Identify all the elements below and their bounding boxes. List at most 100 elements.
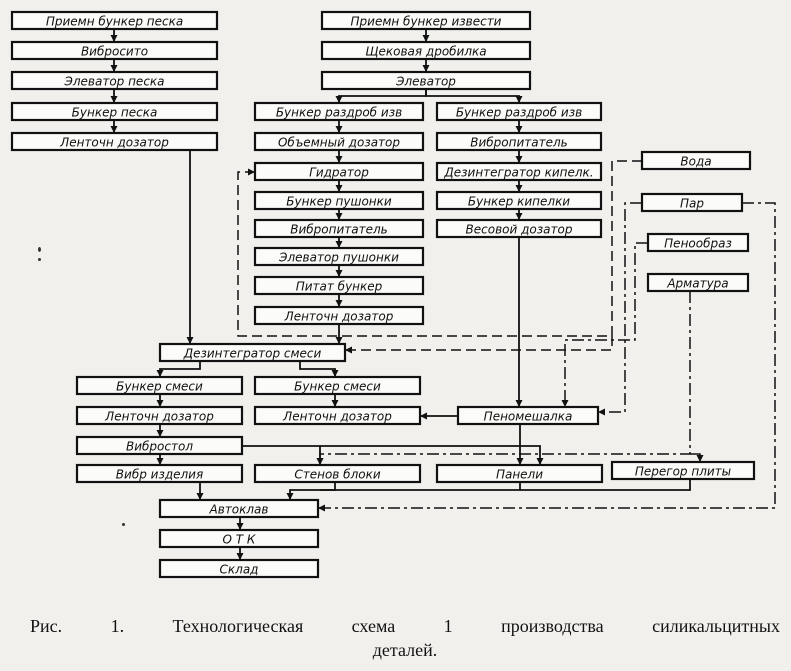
- flow-line: [289, 482, 336, 500]
- arrowhead: [515, 126, 523, 133]
- scan-speck: [122, 523, 125, 526]
- box-frame: [253, 131, 425, 152]
- box-label: Бункер песка: [72, 106, 158, 120]
- box-label: Вибростол: [126, 440, 193, 454]
- box-frame: [435, 101, 603, 122]
- arrowhead: [515, 213, 523, 220]
- box-jaw-crusher: Щековая дробилка: [320, 40, 532, 61]
- box-label: Бункер раздроб изв: [276, 106, 402, 120]
- box-frame: [435, 161, 603, 182]
- scan-speck: [38, 258, 41, 261]
- box-vibrofeeder-1: Вибропитатель: [435, 131, 603, 152]
- arrowhead: [422, 35, 430, 42]
- box-label: Бункер смеси: [294, 380, 381, 394]
- box-sand-belt-dispenser: Ленточн дозатор: [10, 131, 219, 152]
- box-frame: [435, 218, 603, 239]
- box-vibro-products: Вибр изделия: [75, 463, 244, 484]
- arrowhead: [248, 168, 255, 176]
- arrowhead: [335, 126, 343, 133]
- flow-line: [338, 89, 427, 103]
- box-label: Элеватор песка: [63, 75, 164, 89]
- arrowhead: [156, 400, 164, 407]
- flow-connectors: [110, 29, 776, 560]
- box-label: Дезинтегратор смеси: [183, 347, 322, 361]
- box-panels: Панели: [435, 463, 604, 484]
- box-frame: [253, 275, 425, 296]
- box-foam-mixer: Пеномешалка: [456, 405, 600, 426]
- box-label: Пенообраз: [664, 237, 732, 251]
- box-frame: [320, 10, 532, 31]
- flow-line: [425, 89, 520, 103]
- arrowhead: [331, 370, 339, 377]
- box-label: Бункер раздроб изв: [456, 106, 582, 120]
- arrowhead: [186, 337, 194, 344]
- box-vibrofeeder-2: Вибропитатель: [253, 218, 425, 239]
- box-autoclave: Автоклав: [158, 498, 320, 519]
- arrowhead: [331, 400, 339, 407]
- box-sand-receiving-bunker: Приемн бункер песка: [10, 10, 219, 31]
- arrowhead: [110, 65, 118, 72]
- box-crushed-lime-bunker-1: Бункер раздроб изв: [253, 101, 425, 122]
- arrowhead: [420, 412, 427, 420]
- box-frame: [10, 10, 219, 31]
- box-frame: [253, 246, 425, 267]
- box-label: Склад: [220, 563, 259, 577]
- box-frame: [640, 150, 752, 171]
- box-frame: [75, 435, 244, 456]
- figure-caption: Рис. 1. Технологическая схема 1 производ…: [30, 614, 780, 662]
- box-label: Автоклав: [209, 503, 269, 517]
- arrowhead: [422, 65, 430, 72]
- flow-line: [520, 479, 691, 491]
- flow-line: [598, 202, 642, 413]
- flow-line: [237, 160, 642, 337]
- box-otk: О Т К: [158, 528, 320, 549]
- flow-line: [318, 202, 776, 509]
- box-frame: [253, 405, 422, 426]
- box-label: Объемный дозатор: [278, 136, 400, 150]
- box-sand-elevator: Элеватор песка: [10, 70, 219, 91]
- arrowhead: [516, 458, 524, 465]
- flow-line: [242, 445, 321, 465]
- arrowhead: [196, 493, 204, 500]
- box-label: Арматура: [666, 277, 728, 291]
- box-mix-bunker-1: Бункер смеси: [75, 375, 244, 396]
- box-frame: [158, 558, 320, 579]
- box-label: Пеномешалка: [484, 410, 573, 424]
- arrowhead: [335, 300, 343, 307]
- box-water: Вода: [640, 150, 752, 171]
- box-boiling-lime-bunker: Бункер кипелки: [435, 190, 603, 211]
- box-belt-dispenser-3: Ленточн дозатор: [253, 405, 422, 426]
- arrowhead: [515, 96, 523, 103]
- arrowhead: [335, 185, 343, 192]
- arrowhead: [335, 156, 343, 163]
- box-label: Ленточн дозатор: [282, 410, 392, 424]
- arrowhead: [515, 156, 523, 163]
- box-crushed-lime-bunker-2: Бункер раздроб изв: [435, 101, 603, 122]
- box-label: Весовой дозатор: [466, 223, 573, 237]
- box-hydrator: Гидратор: [253, 161, 425, 182]
- box-frame: [320, 70, 532, 91]
- caption-line-2: деталей.: [372, 640, 438, 660]
- box-label: О Т К: [223, 533, 256, 547]
- box-label: Ленточн дозатор: [104, 410, 214, 424]
- box-frame: [253, 190, 425, 211]
- arrowhead: [156, 430, 164, 437]
- arrowhead: [110, 96, 118, 103]
- flow-line: [159, 361, 201, 377]
- box-frame: [435, 131, 603, 152]
- box-frame: [10, 101, 219, 122]
- box-frame: [610, 460, 756, 481]
- box-belt-dispenser-1: Ленточн дозатор: [253, 305, 425, 326]
- box-label: Приемн бункер песка: [46, 15, 183, 29]
- flow-line: [345, 336, 613, 351]
- box-frame: [640, 192, 744, 213]
- box-frame: [253, 218, 425, 239]
- box-volumetric-dispenser: Объемный дозатор: [253, 131, 425, 152]
- arrowhead: [236, 553, 244, 560]
- box-label: Вибр изделия: [116, 468, 203, 482]
- box-belt-dispenser-2: Ленточн дозатор: [75, 405, 244, 426]
- box-frame: [646, 272, 750, 293]
- box-label: Вибропитатель: [470, 136, 568, 150]
- box-label: Элеватор: [395, 75, 456, 89]
- box-frame: [10, 131, 219, 152]
